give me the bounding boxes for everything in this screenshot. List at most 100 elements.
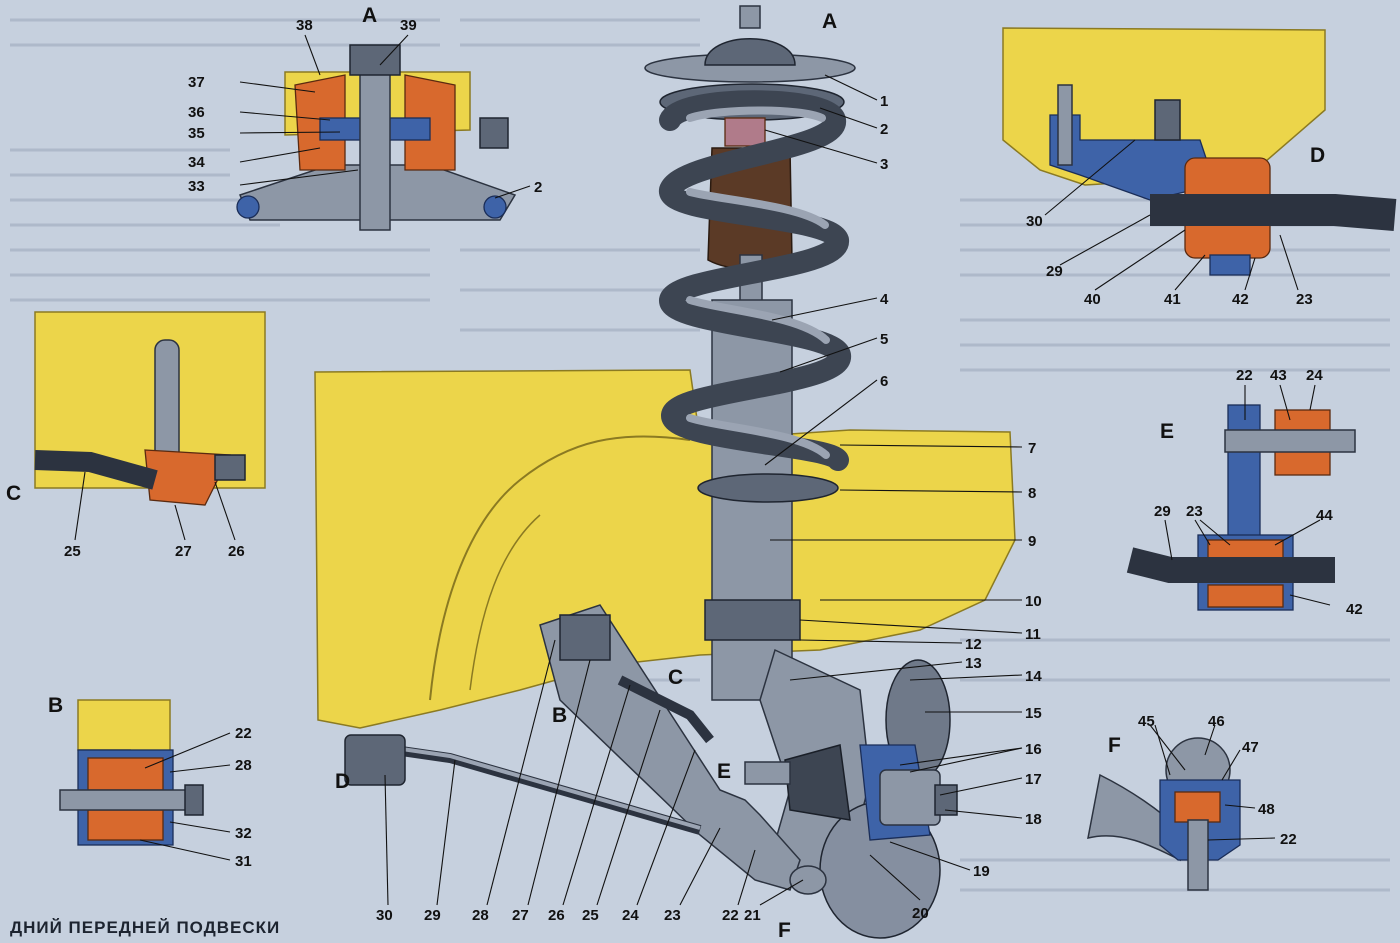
label-letter-e-inset: E [1160,420,1174,443]
label-letter-f-inset: F [1108,734,1121,757]
part-label-27: 27 [512,907,529,924]
part-label-16: 16 [1025,741,1042,758]
part-label-41: 41 [1164,291,1181,308]
label-letter-c-main: C [668,666,683,689]
hub [879,769,941,826]
part-label-4: 4 [880,291,889,308]
caption-footer: ДНИЙ ПЕРЕДНЕЙ ПОДВЕСКИ [10,918,281,937]
part-label-21: 21 [744,907,761,924]
strut-assembly [644,5,856,701]
label-letter-d-main: D [335,770,350,793]
bar-mount-d [344,734,406,786]
label-letter-a-main: A [822,10,837,33]
part-label-10: 10 [1025,593,1042,610]
part-label-37: 37 [188,74,205,91]
inset-b [59,699,204,846]
coil-spring [659,90,851,471]
inset-a [236,44,517,231]
part-label-2: 2 [880,121,888,138]
part-label-29-inset-e: 29 [1154,503,1171,520]
part-label-23: 23 [664,907,681,924]
label-letter-e-main: E [717,760,731,783]
label-letter-b-inset: B [48,694,63,717]
label-letter-a-inset: A [362,4,377,27]
top-nut [739,5,761,29]
cv-boot [784,744,851,821]
part-label-25-inset-c: 25 [64,543,81,560]
part-label-45: 45 [1138,713,1155,730]
lower-arm [539,604,801,891]
part-label-43: 43 [1270,367,1287,384]
part-label-23-inset-d: 23 [1296,291,1313,308]
wheel-arch [429,435,691,701]
part-label-36: 36 [188,104,205,121]
part-label-22-inset-e: 22 [1236,367,1253,384]
part-label-2-inset-a: 2 [534,179,542,196]
part-label-46: 46 [1208,713,1225,730]
part-label-20: 20 [912,905,929,922]
part-label-8: 8 [1028,485,1036,502]
inset-e [1126,404,1356,611]
part-label-22: 22 [722,907,739,924]
part-label-13: 13 [965,655,982,672]
part-label-25: 25 [582,907,599,924]
part-label-33: 33 [188,178,205,195]
part-label-39: 39 [400,17,417,34]
drive-shaft [744,761,791,785]
part-label-28-inset-b: 28 [235,757,252,774]
part-label-34: 34 [188,154,205,171]
part-label-7: 7 [1028,440,1036,457]
label-letter-d-inset: D [1310,144,1325,167]
part-label-15: 15 [1025,705,1042,722]
part-label-47: 47 [1242,739,1259,756]
arch-rib [469,514,541,691]
leader-lines [74,34,1331,906]
label-letter-b-main: B [552,704,567,727]
label-letter-c-inset: C [6,482,21,505]
label-letter-f-main: F [778,919,791,942]
top-mount [704,38,796,66]
part-label-42-inset-d: 42 [1232,291,1249,308]
inset-f [1087,737,1241,891]
part-label-6: 6 [880,373,888,390]
part-label-32: 32 [235,825,252,842]
part-label-18: 18 [1025,811,1042,828]
part-label-24: 24 [622,907,639,924]
arm-bracket [559,614,611,661]
part-label-12: 12 [965,636,982,653]
part-label-9: 9 [1028,533,1036,550]
part-label-22-inset-f: 22 [1280,831,1297,848]
inset-c [34,311,266,506]
part-label-22-inset-b: 22 [235,725,252,742]
part-label-48: 48 [1258,801,1275,818]
part-label-30-inset-d: 30 [1026,213,1043,230]
ball-joint [789,865,827,895]
part-label-35: 35 [188,125,205,142]
part-label-26: 26 [548,907,565,924]
lower-arm-group [344,604,827,895]
part-label-19: 19 [973,863,990,880]
part-label-28: 28 [472,907,489,924]
part-label-24-inset-e: 24 [1306,367,1323,384]
lower-spring-seat [697,473,839,503]
part-label-23-inset-e: 23 [1186,503,1203,520]
bump-stop [724,117,766,147]
part-label-31: 31 [235,853,252,870]
inset-d [1002,27,1397,276]
part-label-14: 14 [1025,668,1042,685]
part-label-27-inset-c: 27 [175,543,192,560]
part-label-11: 11 [1025,626,1041,643]
hub-assembly [744,648,958,939]
anti-roll-arm [617,675,714,744]
strut-clamp [704,599,801,641]
part-label-42-inset-e: 42 [1346,601,1363,618]
part-number-labels: 1 2 3 4 5 6 7 8 9 10 11 12 13 14 15 16 1… [64,17,1363,924]
part-label-30: 30 [376,907,393,924]
part-label-29-inset-d: 29 [1046,263,1063,280]
part-label-3: 3 [880,156,888,173]
part-label-38: 38 [296,17,313,34]
part-label-5: 5 [880,331,888,348]
part-label-29: 29 [424,907,441,924]
part-label-17: 17 [1025,771,1042,788]
